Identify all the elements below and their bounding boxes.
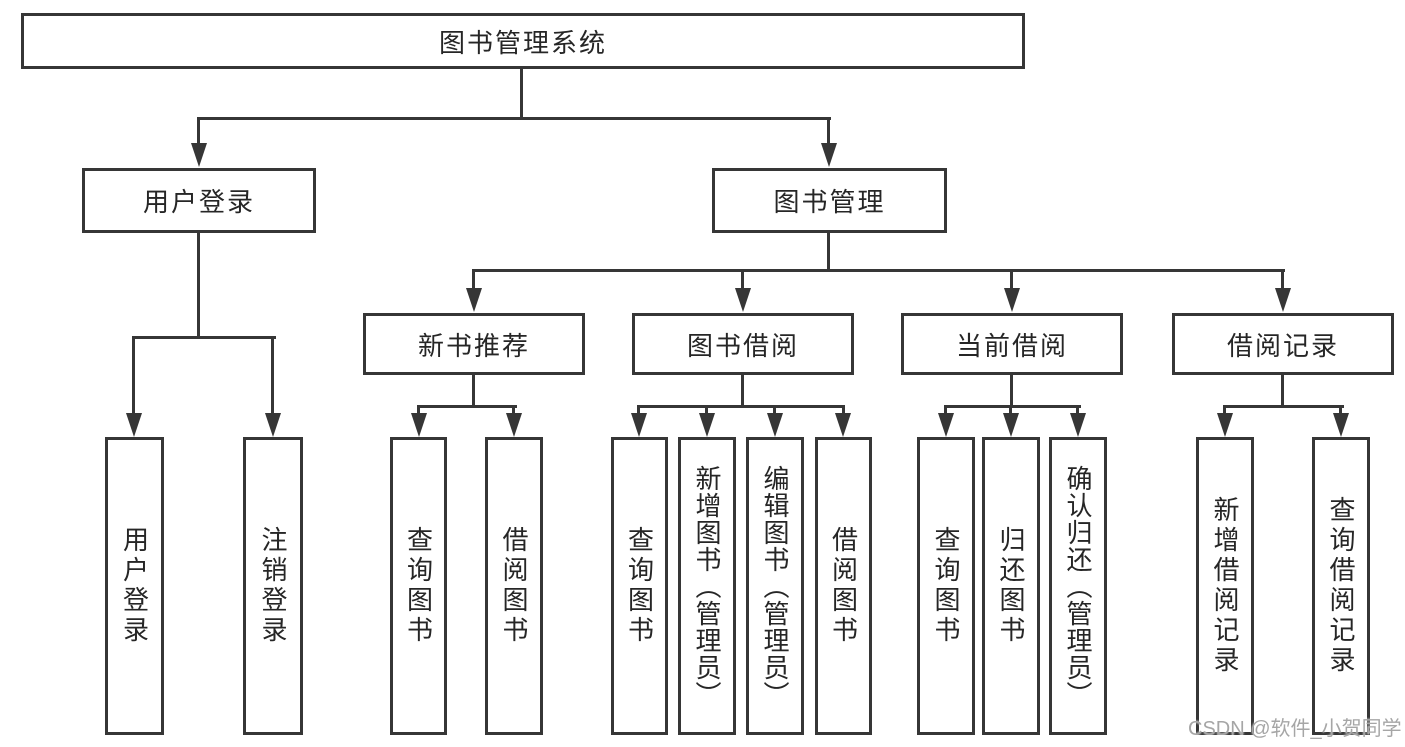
arrowhead-down-icon	[699, 413, 715, 437]
arrowhead-down-icon	[938, 413, 954, 437]
connector-line	[1009, 405, 1012, 416]
arrowhead-down-icon	[767, 413, 783, 437]
connector-line	[842, 405, 845, 416]
node-book-management: 图书管理	[712, 168, 947, 233]
node-label: 新增图书（管理员）	[692, 464, 722, 708]
leaf-query-books-current: 查询图书	[917, 437, 975, 735]
connector-line	[705, 405, 708, 416]
connector-line	[637, 405, 845, 408]
node-label: 借阅图书	[828, 526, 859, 646]
connector-line	[1010, 269, 1013, 288]
node-label: 借阅记录	[1226, 330, 1339, 361]
connector-line	[1339, 405, 1342, 416]
node-book-borrowing: 图书借阅	[632, 313, 854, 375]
node-label: 查询图书	[931, 526, 961, 646]
leaf-confirm-return-admin: 确认归还（管理员）	[1049, 437, 1107, 735]
node-label: 图书借阅	[686, 330, 799, 361]
connector-line	[417, 405, 420, 416]
leaf-query-books-recommend: 查询图书	[390, 437, 447, 735]
connector-line	[520, 69, 523, 117]
leaf-user-login: 用户登录	[105, 437, 164, 735]
node-label: 编辑图书（管理员）	[760, 464, 790, 708]
arrowhead-down-icon	[1070, 413, 1086, 437]
arrowhead-down-icon	[821, 143, 837, 167]
connector-line	[197, 233, 200, 336]
node-label: 注销登录	[258, 526, 288, 646]
node-current-borrowing: 当前借阅	[901, 313, 1123, 375]
connector-line	[132, 336, 135, 416]
node-label: 新书推荐	[417, 330, 530, 361]
node-library-management-system: 图书管理系统	[21, 13, 1025, 69]
arrowhead-down-icon	[265, 413, 281, 437]
node-label: 归还图书	[996, 526, 1026, 646]
connector-line	[944, 405, 947, 416]
connector-line	[512, 405, 515, 416]
node-label: 查询图书	[624, 526, 655, 646]
node-label: 查询图书	[403, 526, 434, 646]
connector-line	[472, 375, 475, 407]
node-label: 查询借阅记录	[1326, 496, 1356, 676]
arrowhead-down-icon	[466, 288, 482, 312]
leaf-borrow-books: 借阅图书	[815, 437, 872, 735]
arrowhead-down-icon	[631, 413, 647, 437]
node-label: 图书管理系统	[438, 27, 607, 58]
connector-line	[827, 233, 830, 271]
connector-line	[271, 336, 274, 416]
connector-line	[1223, 405, 1226, 416]
csdn-watermark: CSDN @软件_小贺同学	[1188, 718, 1402, 740]
connector-line	[827, 117, 830, 145]
node-borrow-records: 借阅记录	[1172, 313, 1394, 375]
leaf-add-borrow-record: 新增借阅记录	[1196, 437, 1254, 735]
connector-line	[741, 269, 744, 288]
node-new-book-recommend: 新书推荐	[363, 313, 585, 375]
node-label: 借阅图书	[499, 526, 529, 646]
connector-line	[1223, 405, 1344, 408]
arrowhead-down-icon	[506, 413, 522, 437]
leaf-logout: 注销登录	[243, 437, 303, 735]
leaf-add-books-admin: 新增图书（管理员）	[678, 437, 736, 735]
node-label: 当前借阅	[955, 330, 1068, 361]
connector-line	[472, 269, 475, 288]
leaf-edit-books-admin: 编辑图书（管理员）	[746, 437, 804, 735]
leaf-query-borrow-record: 查询借阅记录	[1312, 437, 1370, 735]
connector-line	[773, 405, 776, 416]
connector-line	[741, 375, 744, 407]
arrowhead-down-icon	[1275, 288, 1291, 312]
arrowhead-down-icon	[735, 288, 751, 312]
node-label: 确认归还（管理员）	[1063, 464, 1093, 708]
connector-line	[1281, 375, 1284, 407]
connector-line	[1076, 405, 1079, 416]
arrowhead-down-icon	[191, 143, 207, 167]
connector-line	[1281, 269, 1284, 288]
node-label: 用户登录	[119, 526, 150, 646]
arrowhead-down-icon	[1333, 413, 1349, 437]
arrowhead-down-icon	[1003, 413, 1019, 437]
leaf-borrow-books-recommend: 借阅图书	[485, 437, 543, 735]
leaf-query-books-borrow: 查询图书	[611, 437, 668, 735]
connector-line	[132, 336, 276, 339]
node-label: 用户登录	[142, 187, 255, 217]
connector-line	[944, 405, 1081, 408]
node-label: 图书管理	[773, 187, 886, 217]
connector-line	[472, 269, 1285, 272]
node-user-login: 用户登录	[82, 168, 316, 233]
arrowhead-down-icon	[1217, 413, 1233, 437]
connector-line	[197, 117, 831, 120]
connector-line	[197, 117, 200, 145]
node-label: 新增借阅记录	[1210, 496, 1240, 676]
leaf-return-books: 归还图书	[982, 437, 1040, 735]
connector-line	[637, 405, 640, 416]
arrowhead-down-icon	[411, 413, 427, 437]
arrowhead-down-icon	[1004, 288, 1020, 312]
connector-line	[1010, 375, 1013, 407]
arrowhead-down-icon	[126, 413, 142, 437]
arrowhead-down-icon	[835, 413, 851, 437]
connector-line	[417, 405, 517, 408]
